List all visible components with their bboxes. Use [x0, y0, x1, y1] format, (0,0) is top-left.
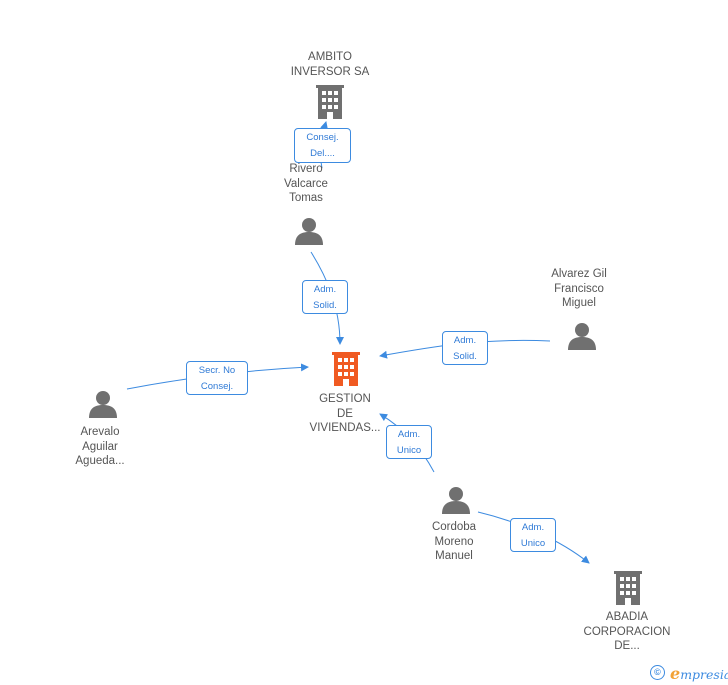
role-box-rivero-gestion[interactable]: Adm. Solid.	[302, 280, 348, 314]
role-box-arevalo-gestion[interactable]: Secr. No Consej.	[186, 361, 248, 395]
building-icon	[614, 571, 642, 605]
person-icon	[442, 487, 470, 514]
node-label-alvarez: Alvarez Gil Francisco Miguel	[551, 268, 607, 309]
brand-name: mpresia	[680, 667, 728, 682]
copyright-icon: ©	[650, 665, 665, 680]
building-icon	[332, 352, 360, 386]
role-box-cordoba-abadia[interactable]: Adm. Unico	[510, 518, 556, 552]
node-label-ambito: AMBITO INVERSOR SA	[290, 51, 370, 78]
person-icon	[89, 391, 117, 418]
role-box-ambito-rivero[interactable]: Consej. Del....	[294, 128, 351, 163]
brand-logo[interactable]: empresia	[670, 664, 728, 683]
role-box-cordoba-gestion[interactable]: Adm. Unico	[386, 425, 432, 459]
person-icon	[568, 323, 596, 350]
node-label-gestion: GESTION DE VIVIENDAS...	[309, 393, 381, 434]
role-box-alvarez-gestion[interactable]: Adm. Solid.	[442, 331, 488, 365]
node-label-cordoba: Cordoba Moreno Manuel	[431, 521, 477, 562]
node-label-rivero: Rivero Valcarce Tomas	[284, 163, 328, 204]
node-label-arevalo: Arevalo Aguilar Agueda...	[75, 426, 125, 467]
brand-initial: e	[670, 664, 681, 683]
node-label-abadia: ABADIA CORPORACION DE...	[583, 611, 671, 652]
person-icon	[295, 218, 323, 245]
building-icon	[316, 85, 344, 119]
